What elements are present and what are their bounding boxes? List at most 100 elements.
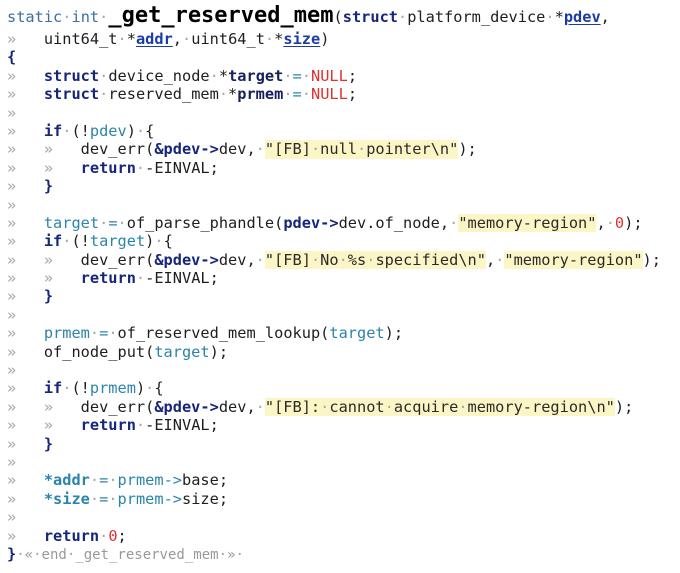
code-text: dev.of_node,· bbox=[338, 213, 459, 232]
space-marker: · bbox=[16, 546, 25, 563]
code-line-3[interactable]: { bbox=[7, 48, 680, 66]
code-line-17[interactable]: » bbox=[7, 306, 680, 324]
code-line-26[interactable]: » *addr ·=· prmem-> base; bbox=[7, 471, 680, 489]
code-line-9[interactable]: » » return ·-EINVAL; bbox=[7, 159, 680, 177]
code-line-30[interactable]: } ·«·end·_get_reserved_mem·»· bbox=[7, 545, 680, 563]
code-line-19[interactable]: » of_node_put( target ); bbox=[7, 343, 680, 361]
type-name: ·device_node·* bbox=[99, 66, 229, 85]
space-marker: · bbox=[33, 546, 42, 563]
code-text: dev,· bbox=[218, 140, 265, 159]
tab-marker: » bbox=[7, 195, 17, 214]
code-text: )·{ bbox=[135, 379, 164, 398]
code-line-4[interactable]: » struct ·device_node·* target ·=· NULL … bbox=[7, 67, 680, 85]
function-name: _get_reserved_mem bbox=[108, 3, 334, 28]
tab-marker: » bbox=[7, 508, 17, 527]
space-marker: · bbox=[255, 397, 265, 416]
keyword: if bbox=[43, 232, 63, 251]
keyword: if bbox=[43, 379, 63, 398]
space-marker: · bbox=[108, 489, 118, 508]
space-marker: · bbox=[366, 250, 376, 269]
space-marker: · bbox=[235, 546, 244, 563]
tab-marker: » bbox=[7, 177, 17, 196]
code-line-22[interactable]: » » dev_err( &pdev-> dev,· "[FB]:·cannot… bbox=[7, 397, 680, 417]
code-line-1[interactable]: static·int· _get_reserved_mem ( struct ·… bbox=[7, 2, 680, 30]
keyword: return bbox=[80, 269, 136, 288]
code-line-15[interactable]: » » return ·-EINVAL; bbox=[7, 269, 680, 287]
code-text: ); bbox=[458, 140, 477, 159]
code-text: )·{ bbox=[145, 232, 173, 251]
tab-marker: » bbox=[7, 269, 17, 288]
variable-ref: target bbox=[43, 213, 100, 232]
constant-literal: NULL bbox=[310, 66, 348, 85]
space-marker: · bbox=[338, 250, 348, 269]
keyword: return bbox=[80, 158, 136, 177]
keyword: struct bbox=[342, 8, 398, 26]
code-line-29[interactable]: » return · 0 ; bbox=[7, 527, 680, 545]
code-line-27[interactable]: » *size ·=· prmem-> size; bbox=[7, 490, 680, 508]
code-line-12[interactable]: » target ·=· of_parse_phandle( pdev-> de… bbox=[7, 213, 680, 233]
code-line-10[interactable]: » } bbox=[7, 177, 680, 195]
code-line-2[interactable]: » uint64_t·* addr ,·uint64_t·* size ) bbox=[7, 30, 680, 48]
code-text: ; bbox=[347, 66, 358, 85]
tab-marker: » bbox=[7, 250, 17, 269]
type-name: uint64_t·* bbox=[43, 30, 136, 48]
code-text: ); bbox=[624, 213, 643, 232]
code-line-7[interactable]: » if ·(! pdev )·{ bbox=[7, 122, 680, 140]
space-marker: · bbox=[89, 489, 100, 508]
keyword: return bbox=[43, 526, 100, 545]
code-line-23[interactable]: » » return ·-EINVAL; bbox=[7, 416, 680, 434]
string-literal: "[FB]:·cannot·acquire·memory-region\n" bbox=[264, 397, 615, 417]
space-marker: · bbox=[117, 30, 127, 48]
code-line-8[interactable]: » » dev_err( &pdev-> dev,· "[FB]·null·po… bbox=[7, 140, 680, 159]
tab-marker: » bbox=[43, 250, 54, 269]
tab-marker: » bbox=[7, 324, 17, 343]
parameter-ref: *size bbox=[43, 489, 90, 508]
parameter-ref: pdev-> bbox=[283, 213, 339, 232]
space-marker: · bbox=[99, 85, 109, 104]
code-line-25[interactable]: » bbox=[7, 453, 680, 471]
code-text: ·(! bbox=[62, 121, 90, 140]
space-marker: · bbox=[66, 546, 76, 563]
variable-ref: pdev bbox=[89, 121, 127, 140]
brace: } bbox=[7, 544, 17, 563]
code-line-14[interactable]: » » dev_err( &pdev-> dev,· "[FB]·No·%s·s… bbox=[7, 250, 680, 270]
code-line-13[interactable]: » if ·(! target )·{ bbox=[7, 232, 680, 250]
brace: { bbox=[7, 48, 17, 67]
tab-marker: » bbox=[7, 232, 17, 251]
code-line-21[interactable]: » if ·(! prmem )·{ bbox=[7, 379, 680, 397]
code-line-18[interactable]: » prmem ·=· of_reserved_mem_lookup( targ… bbox=[7, 324, 680, 342]
space-marker: · bbox=[135, 158, 146, 177]
keyword: if bbox=[43, 121, 63, 140]
space-marker: · bbox=[117, 213, 127, 232]
tab-marker: » bbox=[7, 305, 17, 324]
brace: } bbox=[43, 287, 54, 306]
space-marker: · bbox=[605, 213, 615, 232]
tab-marker: » bbox=[7, 213, 17, 232]
tab-marker: » bbox=[7, 379, 17, 398]
string-literal: "memory-region" bbox=[504, 250, 643, 270]
code-text: ; bbox=[347, 85, 358, 104]
code-line-11[interactable]: » bbox=[7, 196, 680, 214]
parameter-ref: *addr bbox=[43, 471, 90, 490]
space-marker: · bbox=[89, 471, 100, 490]
space-marker: · bbox=[283, 66, 293, 85]
code-text: of_reserved_mem_lookup( bbox=[117, 324, 330, 343]
code-line-28[interactable]: » bbox=[7, 508, 680, 526]
code-line-6[interactable]: » bbox=[7, 104, 680, 122]
tab-marker: » bbox=[7, 526, 17, 545]
constant-literal: NULL bbox=[310, 85, 348, 104]
local-variable-decl: prmem bbox=[237, 85, 284, 104]
space-marker: · bbox=[135, 416, 146, 435]
constant-literal: 0 bbox=[614, 213, 625, 232]
code-line-20[interactable]: » bbox=[7, 361, 680, 379]
tab-marker: » bbox=[7, 140, 17, 159]
code-line-24[interactable]: » } bbox=[7, 435, 680, 453]
code-line-16[interactable]: » } bbox=[7, 287, 680, 305]
code-text: ); bbox=[614, 397, 634, 416]
code-line-5[interactable]: » struct ·reserved_mem·* prmem ·=· NULL … bbox=[7, 85, 680, 103]
brace: } bbox=[43, 434, 54, 453]
assign-operator: ·=· bbox=[89, 471, 118, 490]
code-text: ; bbox=[117, 526, 127, 545]
variable-ref: prmem-> bbox=[117, 471, 183, 490]
